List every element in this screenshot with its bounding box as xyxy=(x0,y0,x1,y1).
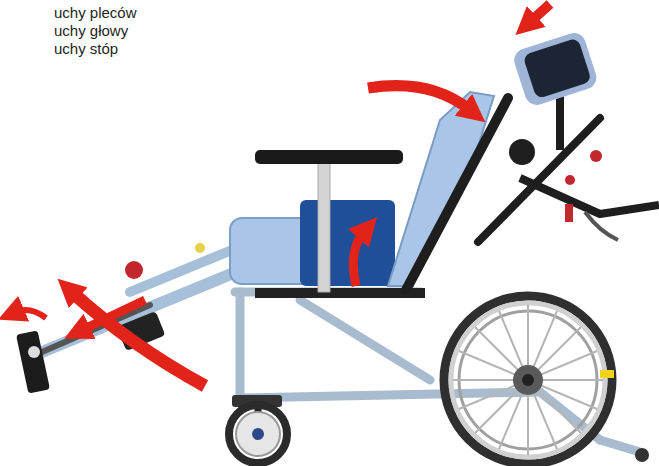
headrest-back xyxy=(523,37,592,99)
wheel-rim xyxy=(451,303,605,457)
anti-tip-wheel xyxy=(635,448,649,462)
wheel-sticker xyxy=(600,370,614,378)
tilt-pivot xyxy=(509,139,535,165)
rear-wheel xyxy=(444,296,614,464)
frame-tube xyxy=(300,300,430,380)
red-arrow xyxy=(16,310,46,318)
red-arrow xyxy=(72,292,205,386)
pivot-bolt xyxy=(195,243,205,253)
brake-lever xyxy=(585,212,618,240)
label-text: uchy stóp xyxy=(54,40,118,58)
caster-hub xyxy=(252,428,264,440)
motion-arrows xyxy=(16,4,550,386)
caster-tire xyxy=(229,405,287,463)
push-handle xyxy=(520,178,659,214)
adjust-knob xyxy=(565,175,575,185)
headrest-cushion xyxy=(511,30,599,108)
backrest xyxy=(388,92,494,286)
label-text: uchy pleców xyxy=(54,4,137,22)
red-arrow xyxy=(82,300,145,330)
spoke xyxy=(499,311,557,449)
wheel-tire xyxy=(444,296,612,464)
brake-trigger xyxy=(565,204,573,222)
spoke xyxy=(499,311,557,449)
headrest xyxy=(511,30,599,108)
front-caster xyxy=(229,405,287,463)
leg-rest xyxy=(16,243,236,394)
wheel-spokes xyxy=(453,305,603,455)
label-text: uchy głowy xyxy=(54,22,128,40)
headrest-pole xyxy=(556,95,564,150)
anti-tip-tube xyxy=(600,440,640,452)
footplate-hinge xyxy=(28,346,40,358)
spoke xyxy=(475,327,581,433)
adjust-knob xyxy=(590,150,602,162)
red-arrow xyxy=(368,86,470,110)
seat-side-panel xyxy=(300,200,395,286)
red-arrow xyxy=(530,4,550,22)
footplate xyxy=(16,330,50,393)
wheel-axle xyxy=(522,374,534,386)
red-arrow xyxy=(353,232,364,286)
wheel-hub xyxy=(513,365,543,395)
adjust-knob xyxy=(125,261,143,279)
frame-tube xyxy=(236,292,245,398)
seat-cushion xyxy=(230,218,312,284)
seat-base xyxy=(255,288,425,298)
spoke xyxy=(459,351,597,409)
spoke xyxy=(475,327,581,433)
headrest-pole xyxy=(478,118,600,242)
back-tube xyxy=(406,98,508,290)
caster-rim xyxy=(236,412,280,456)
armrest xyxy=(255,150,403,164)
armrest-post xyxy=(318,162,330,292)
spoke xyxy=(459,351,597,409)
